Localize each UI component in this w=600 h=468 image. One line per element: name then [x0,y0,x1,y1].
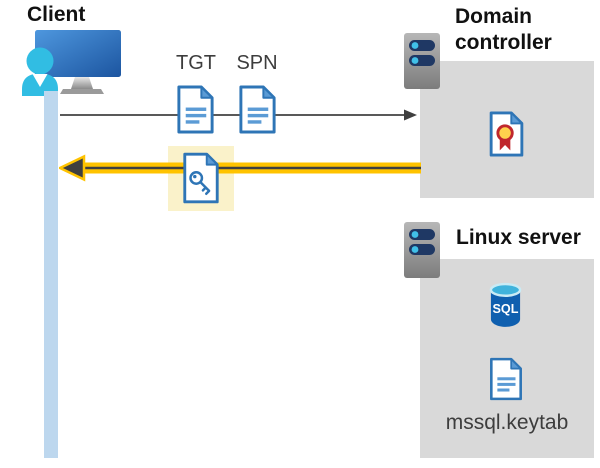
certificate-document-icon [489,111,524,157]
tgt-document-icon [177,85,214,134]
domain-controller-server-icon [404,33,440,89]
person-head [26,47,54,75]
request-arrow [60,109,417,121]
linux-server-icon [404,222,440,278]
spn-label: SPN [236,52,278,74]
response-arrow-highlighted [59,154,421,182]
linux-server-label: Linux server [456,226,581,249]
tgt-label: TGT [176,52,216,74]
request-arrowhead-icon [404,109,417,121]
keytab-document-icon [490,357,522,401]
sql-database-icon: SQL [489,282,522,327]
sql-icon-label: SQL [493,302,519,316]
service-ticket-key-document-icon [183,152,219,204]
monitor-screen [35,30,121,77]
person-collar [32,74,48,87]
monitor-stand [71,77,93,89]
domain-controller-label: Domain controller [455,5,552,54]
monitor-base [60,89,104,94]
keytab-filename-label: mssql.keytab [445,411,569,434]
response-arrowhead-icon [59,154,86,182]
client-computer-user-icon [22,30,121,96]
client-label: Client [27,3,86,26]
client-timeline-bar [44,91,58,458]
spn-document-icon [239,85,276,134]
